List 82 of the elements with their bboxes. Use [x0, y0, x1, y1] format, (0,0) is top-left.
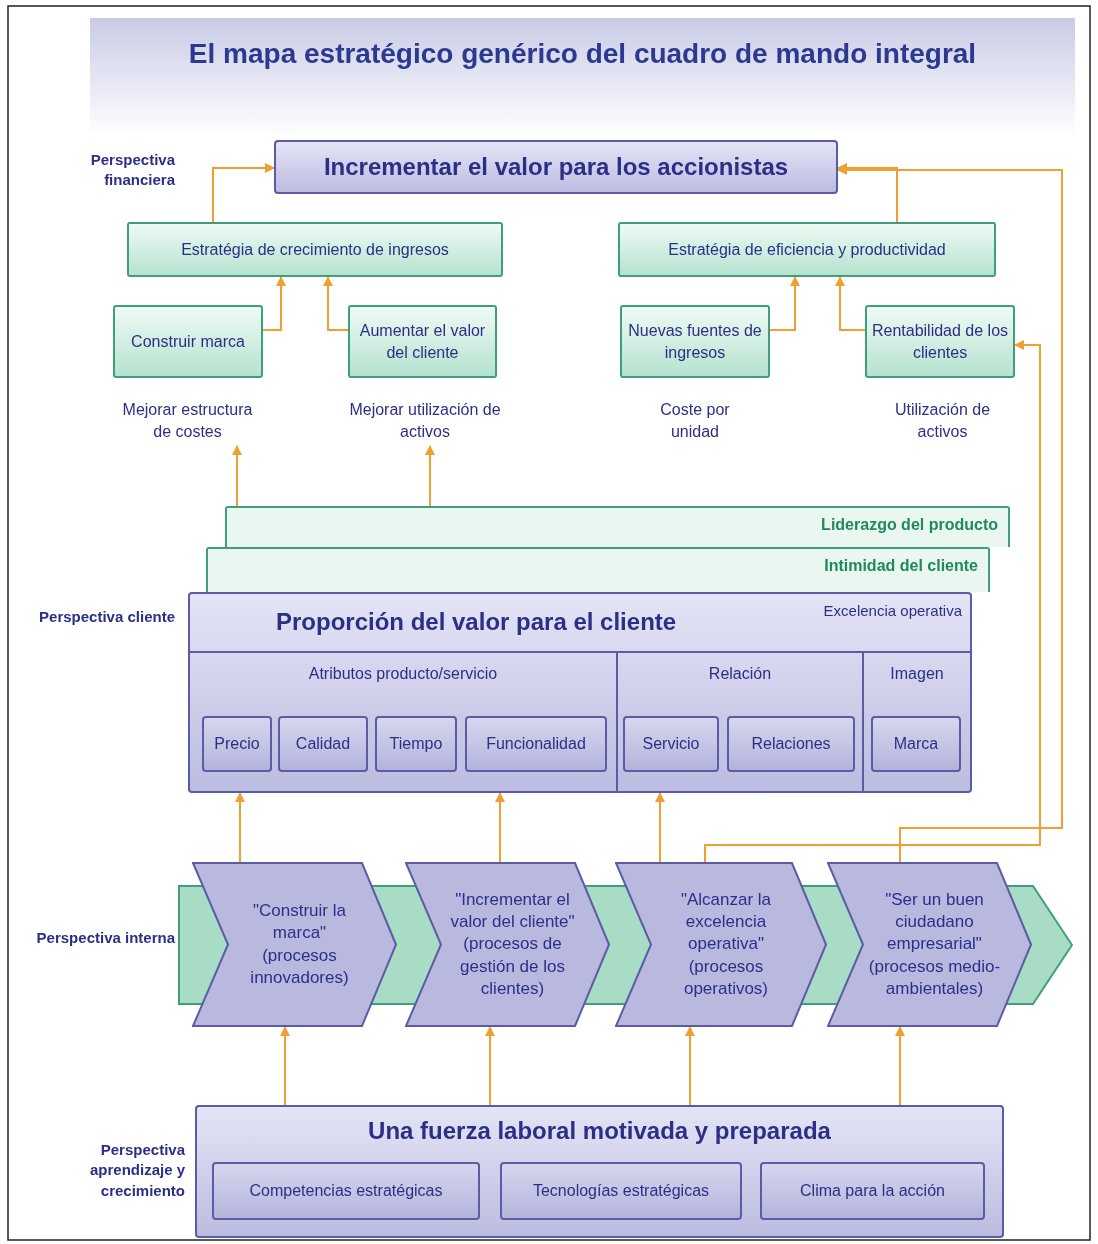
- goal-text: Utilización de activos: [870, 396, 1015, 446]
- process-type: (procesos innovadores): [249, 944, 350, 989]
- goal-box: [195, 1105, 1004, 1238]
- attribute-box: [465, 716, 607, 772]
- objective-box: [620, 305, 770, 378]
- arrow: [232, 445, 242, 507]
- arrow: [280, 1026, 290, 1106]
- arrow: [485, 1026, 495, 1106]
- box-label: Nuevas fuentes de ingresos: [627, 320, 763, 363]
- attribute-box: [727, 716, 855, 772]
- section-heading: Una fuerza laboral motivada y preparada: [367, 1117, 832, 1145]
- column-heading: Atributos producto/servicio: [307, 665, 499, 683]
- process-type: (procesos operativos): [682, 955, 770, 1000]
- value-discipline: Excelencia operativa: [823, 602, 962, 619]
- arrow: [212, 163, 275, 223]
- attribute-box: [500, 1162, 742, 1220]
- attribute-box: [760, 1162, 985, 1220]
- arrow: [235, 792, 245, 863]
- attribute-box: [623, 716, 719, 772]
- box-label: Incrementar el valor para los accionistas: [323, 153, 789, 181]
- box-label: Servicio: [642, 735, 700, 753]
- box-label: Competencias estratégicas: [249, 1182, 443, 1200]
- objective-box: [618, 222, 996, 277]
- objective-box: [865, 305, 1015, 378]
- arrow: [895, 1026, 905, 1106]
- box-label: Tecnologías estratégicas: [532, 1182, 710, 1200]
- box-label: Relaciones: [751, 735, 831, 753]
- box-label: Estratégia de crecimiento de ingresos: [181, 239, 449, 260]
- arrow: [655, 792, 665, 863]
- attribute-box: [278, 716, 368, 772]
- objective-box: [113, 305, 263, 378]
- objective-box: [127, 222, 503, 277]
- value-discipline: Intimidad del cliente: [824, 557, 978, 575]
- box-label: Clima para la acción: [800, 1182, 945, 1200]
- attribute-box: [202, 716, 272, 772]
- attribute-box: [871, 716, 961, 772]
- section-heading: Proporción del valor para el cliente: [276, 608, 677, 636]
- perspective-label: Perspectiva cliente: [38, 607, 175, 627]
- process-name: "Incrementar el valor del cliente": [449, 889, 576, 934]
- column-heading: Imagen: [889, 665, 945, 683]
- arrow: [323, 276, 349, 331]
- arrow: [425, 445, 435, 507]
- process-name: "Ser un buen ciudadano empresarial": [884, 889, 985, 956]
- goal-box: [188, 592, 972, 793]
- box-label: Aumentar el valor del cliente: [358, 320, 487, 363]
- value-discipline: Liderazgo del producto: [821, 516, 998, 534]
- box-label: Funcionalidad: [486, 735, 586, 753]
- box-label: Construir marca: [131, 331, 245, 352]
- value-card: [225, 506, 1010, 547]
- goal-text: Mejorar estructura de costes: [115, 396, 260, 446]
- attribute-column: [616, 651, 862, 791]
- box-label: Tiempo: [389, 735, 443, 753]
- box-label: Precio: [214, 735, 260, 753]
- perspective-label: Perspectiva financiera: [89, 150, 175, 191]
- box-label: Calidad: [295, 735, 351, 753]
- attribute-column: [188, 651, 616, 791]
- process-name: "Construir la marca": [252, 900, 347, 945]
- column-heading: Relación: [707, 665, 773, 683]
- arrow: [262, 276, 286, 331]
- box-label: Rentabilidad de los clientes: [871, 320, 1009, 363]
- goal-text: Mejorar utilización de activos: [345, 396, 505, 446]
- arrow: [704, 340, 1041, 863]
- process-name: "Alcanzar la excelencia operativa": [679, 889, 773, 956]
- attribute-box: [212, 1162, 480, 1220]
- arrow: [837, 163, 898, 223]
- goal-text: Coste por unidad: [640, 396, 750, 446]
- attribute-column: [862, 651, 970, 791]
- box-label: Estratégia de eficiencia y productividad: [668, 239, 946, 260]
- arrow: [769, 276, 800, 331]
- attribute-box: [375, 716, 457, 772]
- objective-box: [348, 305, 497, 378]
- goal-box: [274, 140, 838, 194]
- perspective-label: Perspectiva interna: [35, 928, 175, 948]
- arrow: [685, 1026, 695, 1106]
- process-type: (procesos medio-ambientales): [867, 955, 1002, 1000]
- box-label: Marca: [893, 735, 939, 753]
- title: El mapa estratégico genérico del cuadro de mando integral: [187, 38, 978, 70]
- arrow: [495, 792, 505, 863]
- arrow: [835, 276, 866, 331]
- perspective-label: Perspectiva aprendizaje y crecimiento: [88, 1140, 185, 1201]
- value-card: [206, 547, 990, 592]
- process-type: (procesos de gestión de los clientes): [459, 933, 566, 1000]
